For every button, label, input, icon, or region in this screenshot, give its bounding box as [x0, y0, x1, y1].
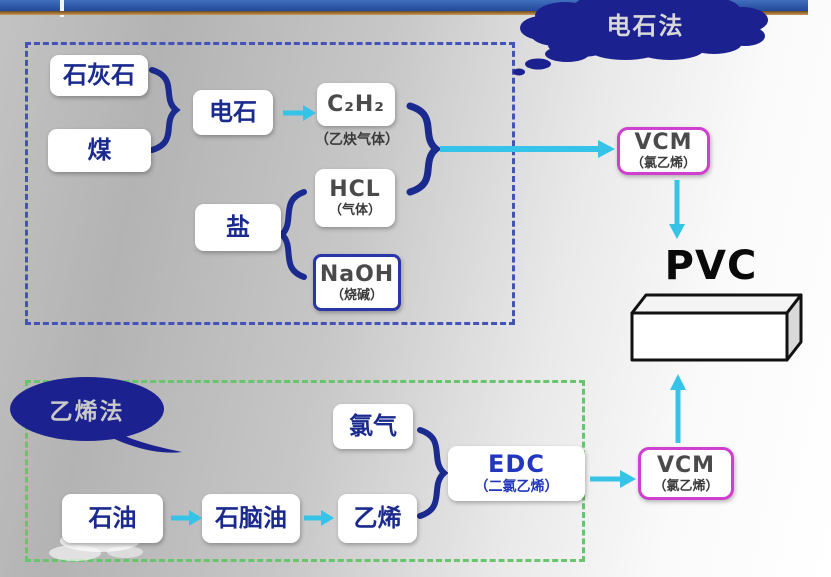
carbide-method-title: 电石法: [606, 12, 685, 40]
chlorine-label: 氯气: [349, 411, 397, 440]
arrow-edc-to-vcm-icon: [590, 470, 636, 488]
pvc-3d-box-icon: [630, 293, 803, 362]
arrow-petroleum-to-naphtha-icon: [171, 510, 202, 526]
acetylene-node: C₂H₂: [317, 83, 395, 126]
header-bar: [0, 0, 808, 11]
chlorine-node: 氯气: [333, 404, 413, 449]
carbide-process-region: [25, 42, 515, 325]
limestone-node: 石灰石: [50, 55, 148, 96]
coal-node: 煤: [48, 129, 151, 172]
petroleum-node: 石油: [62, 494, 163, 543]
limestone-label: 石灰石: [63, 60, 135, 89]
naoh-formula: NaOH: [319, 261, 395, 287]
naphtha-node: 石脑油: [202, 494, 300, 543]
salt-label: 盐: [226, 212, 250, 241]
acetylene-note: （乙炔气体）: [315, 132, 399, 148]
naoh-node: NaOH （烧碱）: [313, 254, 401, 311]
pvc-label: PVC: [664, 243, 758, 289]
brace-c2h2-hcl-icon: [406, 102, 442, 196]
vcm-top-node: VCM （氯乙烯）: [617, 127, 710, 175]
vcm-bottom-node: VCM （氯乙烯）: [638, 447, 734, 500]
thought-trail-bubbles-icon: [513, 46, 589, 76]
brace-chlorine-ethylene-icon: [417, 427, 449, 519]
petroleum-label: 石油: [88, 503, 137, 532]
arrow-naphtha-to-ethylene-icon: [304, 510, 334, 526]
arrow-brace-to-vcm-icon: [440, 140, 615, 158]
edc-note: （二氯乙烯）: [474, 479, 559, 496]
ethylene-label: 乙烯: [353, 503, 402, 532]
coal-label: 煤: [87, 135, 112, 164]
arrow-vcm-down-to-pvc-icon: [669, 180, 685, 239]
carbide-label: 电石: [209, 97, 257, 126]
brace-limestone-coal-icon: [149, 67, 181, 153]
acetylene-formula: C₂H₂: [327, 91, 385, 117]
ethylene-node: 乙烯: [338, 494, 417, 543]
vcm-top-note: （氯乙烯）: [630, 156, 696, 172]
hcl-formula: HCL: [329, 177, 381, 203]
vcm-top-formula: VCM: [634, 130, 693, 156]
naoh-note: （烧碱）: [330, 287, 383, 303]
hcl-note: （气体）: [328, 203, 381, 219]
thought-cloud-icon: [520, 0, 768, 60]
header-accent-line: [0, 11, 808, 15]
brace-salt-icon: [277, 189, 307, 280]
edc-formula: EDC: [488, 450, 545, 479]
speech-bubble-icon: [10, 377, 182, 453]
ethylene-method-title: 乙烯法: [49, 399, 125, 425]
naphtha-label: 石脑油: [215, 503, 287, 532]
hcl-node: HCL （气体）: [315, 169, 395, 227]
edc-node: EDC （二氯乙烯）: [448, 446, 585, 501]
arrow-carbide-to-c2h2-icon: [283, 105, 316, 121]
carbide-node: 电石: [193, 90, 273, 135]
arrow-vcm-up-to-pvc-icon: [670, 374, 686, 443]
salt-node: 盐: [195, 204, 281, 251]
header-bar-divider: [60, 0, 64, 17]
vcm-bottom-formula: VCM: [656, 452, 716, 478]
vcm-bottom-note: （氯乙烯）: [653, 478, 719, 494]
